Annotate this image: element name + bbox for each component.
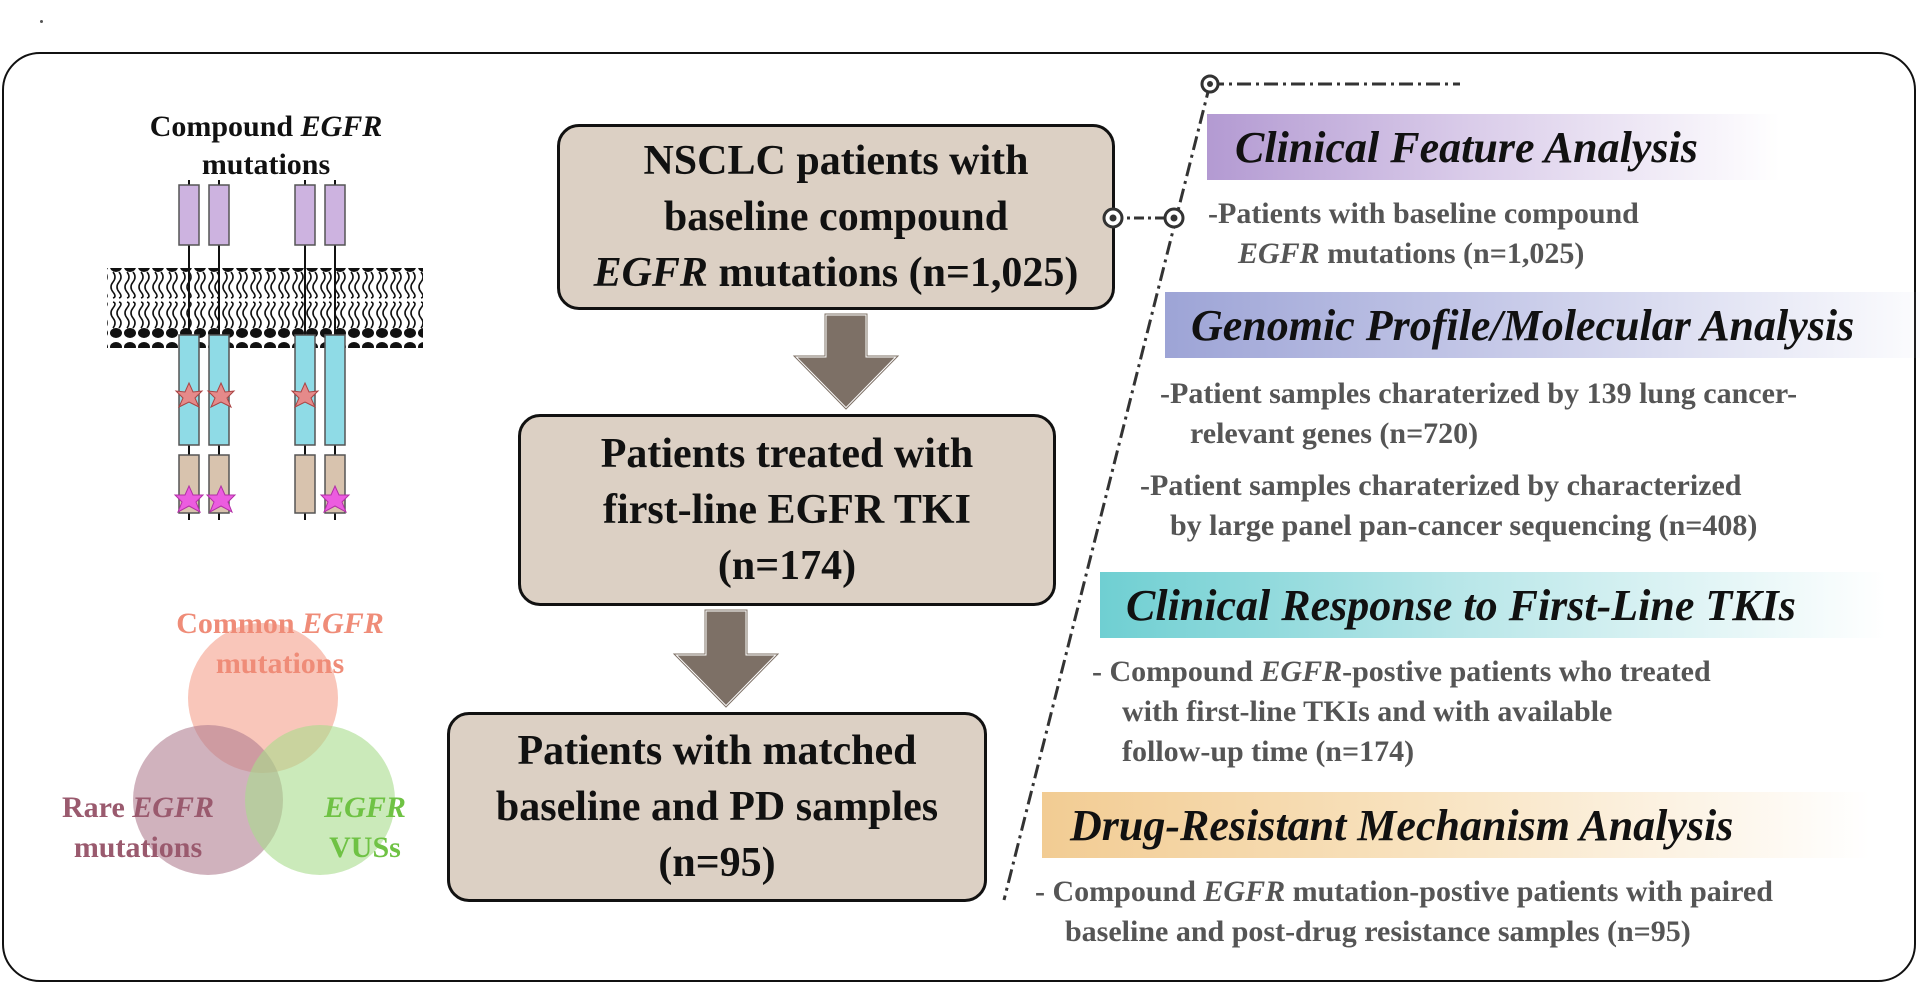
egfr-membrane-illustration-icon [107, 180, 423, 521]
venn-label-vus: EGFR VUSs [324, 791, 406, 864]
drug-resistance-description: - Compound EGFR mutation-postive patient… [1035, 875, 1773, 948]
compound-egfr-title: Compound EGFR mutations [149, 110, 383, 181]
section-genomic-profile-title: Genomic Profile/Molecular Analysis [1165, 292, 1920, 358]
egfr-venn-diagram [133, 623, 395, 875]
genomic-description-item-1: -Patient samples charaterized by 139 lun… [1160, 377, 1798, 450]
corner-dot [40, 20, 43, 23]
venn-label-rare: Rare EGFR mutations [62, 791, 214, 864]
section-clinical-feature-title: Clinical Feature Analysis [1207, 114, 1780, 180]
venn-vus-circle [245, 725, 395, 875]
flow-arrow-down-icon [670, 608, 782, 710]
section-clinical-response-title: Clinical Response to First-Line TKIs [1100, 572, 1886, 638]
flow-box-matched-samples: Patients with matched baseline and PD sa… [447, 712, 987, 902]
flow-arrow-down-icon [790, 312, 902, 412]
clinical-feature-description: -Patients with baseline compound EGFR mu… [1208, 197, 1639, 270]
genomic-description-item-2: -Patient samples charaterized by charact… [1140, 469, 1758, 542]
clinical-response-description: - Compound EGFR-postive patients who tre… [1092, 655, 1711, 768]
flow-box-nsclc-patients: NSCLC patients with baseline compound EG… [557, 124, 1115, 310]
venn-label-common: Common EGFR mutations [176, 607, 384, 680]
venn-rare-circle [133, 725, 283, 875]
flow-box-first-line-tki: Patients treated with first-line EGFR TK… [518, 414, 1056, 606]
section-drug-resistance-title: Drug-Resistant Mechanism Analysis [1042, 792, 1870, 858]
